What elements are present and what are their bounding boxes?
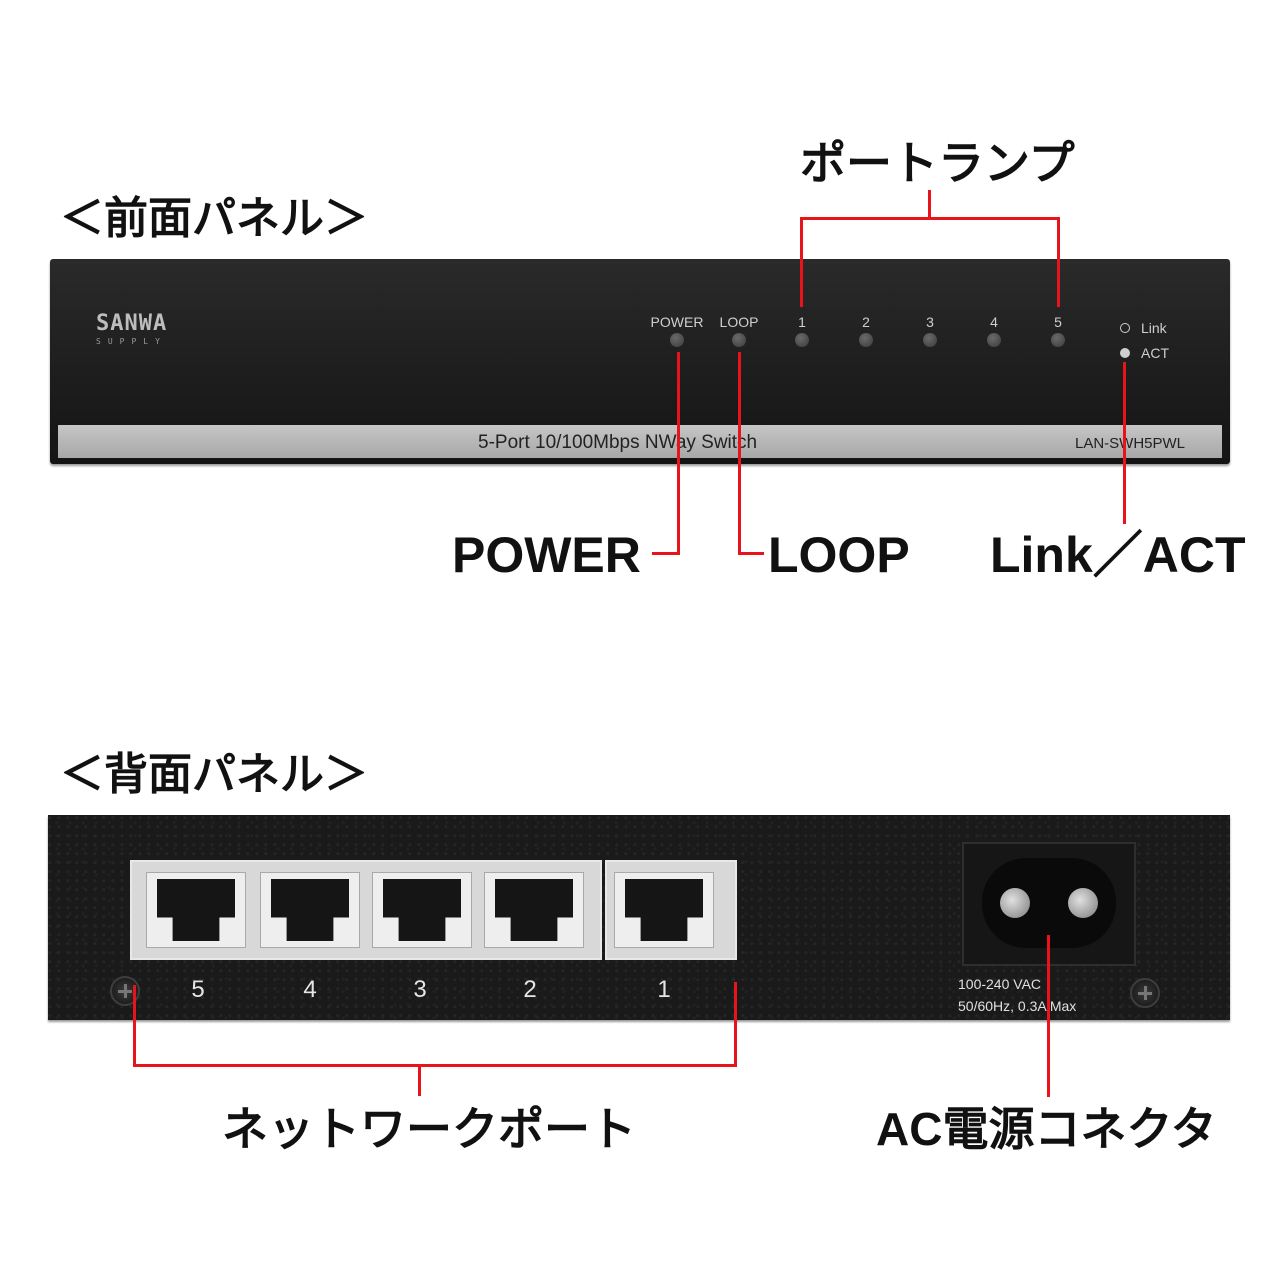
link-act-callout: Link／ACT	[990, 527, 1246, 583]
loop-callout: LOOP	[768, 527, 910, 583]
port-1-led	[795, 333, 809, 347]
power-callout-line-v	[677, 352, 680, 555]
rj45-socket	[271, 879, 349, 941]
ac-connector-callout: AC電源コネクタ	[876, 1103, 1217, 1155]
rj45-port-1	[614, 872, 714, 948]
rj45-port-5	[146, 872, 246, 948]
rear-panel-title: ＜背面パネル＞	[60, 750, 368, 799]
power-callout-line-h	[652, 552, 680, 555]
led-label-port-2: 2	[862, 314, 870, 330]
port-4-led	[987, 333, 1001, 347]
act-legend-label: ACT	[1141, 345, 1169, 361]
port-2-led	[859, 333, 873, 347]
sanwa-logo: SANWA	[96, 311, 168, 336]
port-lamp-callout: ポートランプ	[800, 137, 1075, 189]
ac-pin-icon-right	[1068, 888, 1098, 918]
front-product-name: 5-Port 10/100Mbps NWay Switch	[478, 432, 758, 453]
front-label-strip	[58, 425, 1222, 458]
port-lamp-bracket-left	[800, 217, 803, 307]
port-lamp-bracket-top	[800, 217, 1060, 220]
rj45-socket	[157, 879, 235, 941]
port-number-3: 3	[413, 976, 427, 1003]
port-lamp-bracket-right	[1057, 217, 1060, 307]
port-lamp-bracket-stem	[928, 190, 931, 218]
port-number-1: 1	[657, 976, 671, 1003]
link-act-callout-line	[1123, 362, 1126, 524]
rj45-port-2	[484, 872, 584, 948]
act-legend-icon	[1120, 348, 1130, 358]
ac-connector-callout-line	[1047, 935, 1050, 1097]
led-label-port-5: 5	[1054, 314, 1062, 330]
port-number-5: 5	[191, 976, 205, 1003]
loop-callout-line-h	[738, 552, 764, 555]
port-3-led	[923, 333, 937, 347]
rj45-port-4	[260, 872, 360, 948]
loop-led	[732, 333, 746, 347]
network-port-bracket-bottom	[133, 1064, 737, 1067]
network-port-bracket-stem	[418, 1064, 421, 1096]
link-legend-icon	[1120, 323, 1130, 333]
network-port-callout: ネットワークポート	[222, 1103, 636, 1155]
ac-rating-voltage: 100-240 VAC	[958, 976, 1042, 992]
rj45-socket	[495, 879, 573, 941]
ac-pin-icon-left	[1000, 888, 1030, 918]
rj45-port-3	[372, 872, 472, 948]
link-legend-label: Link	[1141, 320, 1167, 336]
front-model-number: LAN-SWH5PWL	[1075, 435, 1186, 452]
loop-callout-line-v	[738, 352, 741, 555]
port-number-2: 2	[523, 976, 537, 1003]
ac-rating-frequency: 50/60Hz, 0.3A Max	[958, 998, 1077, 1014]
port-5-led	[1051, 333, 1065, 347]
network-port-bracket-right	[734, 982, 737, 1067]
led-label-port-1: 1	[798, 314, 806, 330]
screw-icon-right	[1130, 978, 1160, 1008]
led-label-loop: LOOP	[719, 314, 759, 330]
power-led	[670, 333, 684, 347]
led-label-port-4: 4	[990, 314, 998, 330]
sanwa-logo-sub: SUPPLY	[96, 337, 167, 346]
led-label-power: POWER	[650, 314, 704, 330]
front-panel-title: ＜前面パネル＞	[60, 194, 368, 243]
rj45-socket	[383, 879, 461, 941]
power-callout: POWER	[452, 527, 641, 583]
led-label-port-3: 3	[926, 314, 934, 330]
network-port-bracket-left	[133, 985, 136, 1067]
port-number-4: 4	[303, 976, 317, 1003]
rj45-socket	[625, 879, 703, 941]
